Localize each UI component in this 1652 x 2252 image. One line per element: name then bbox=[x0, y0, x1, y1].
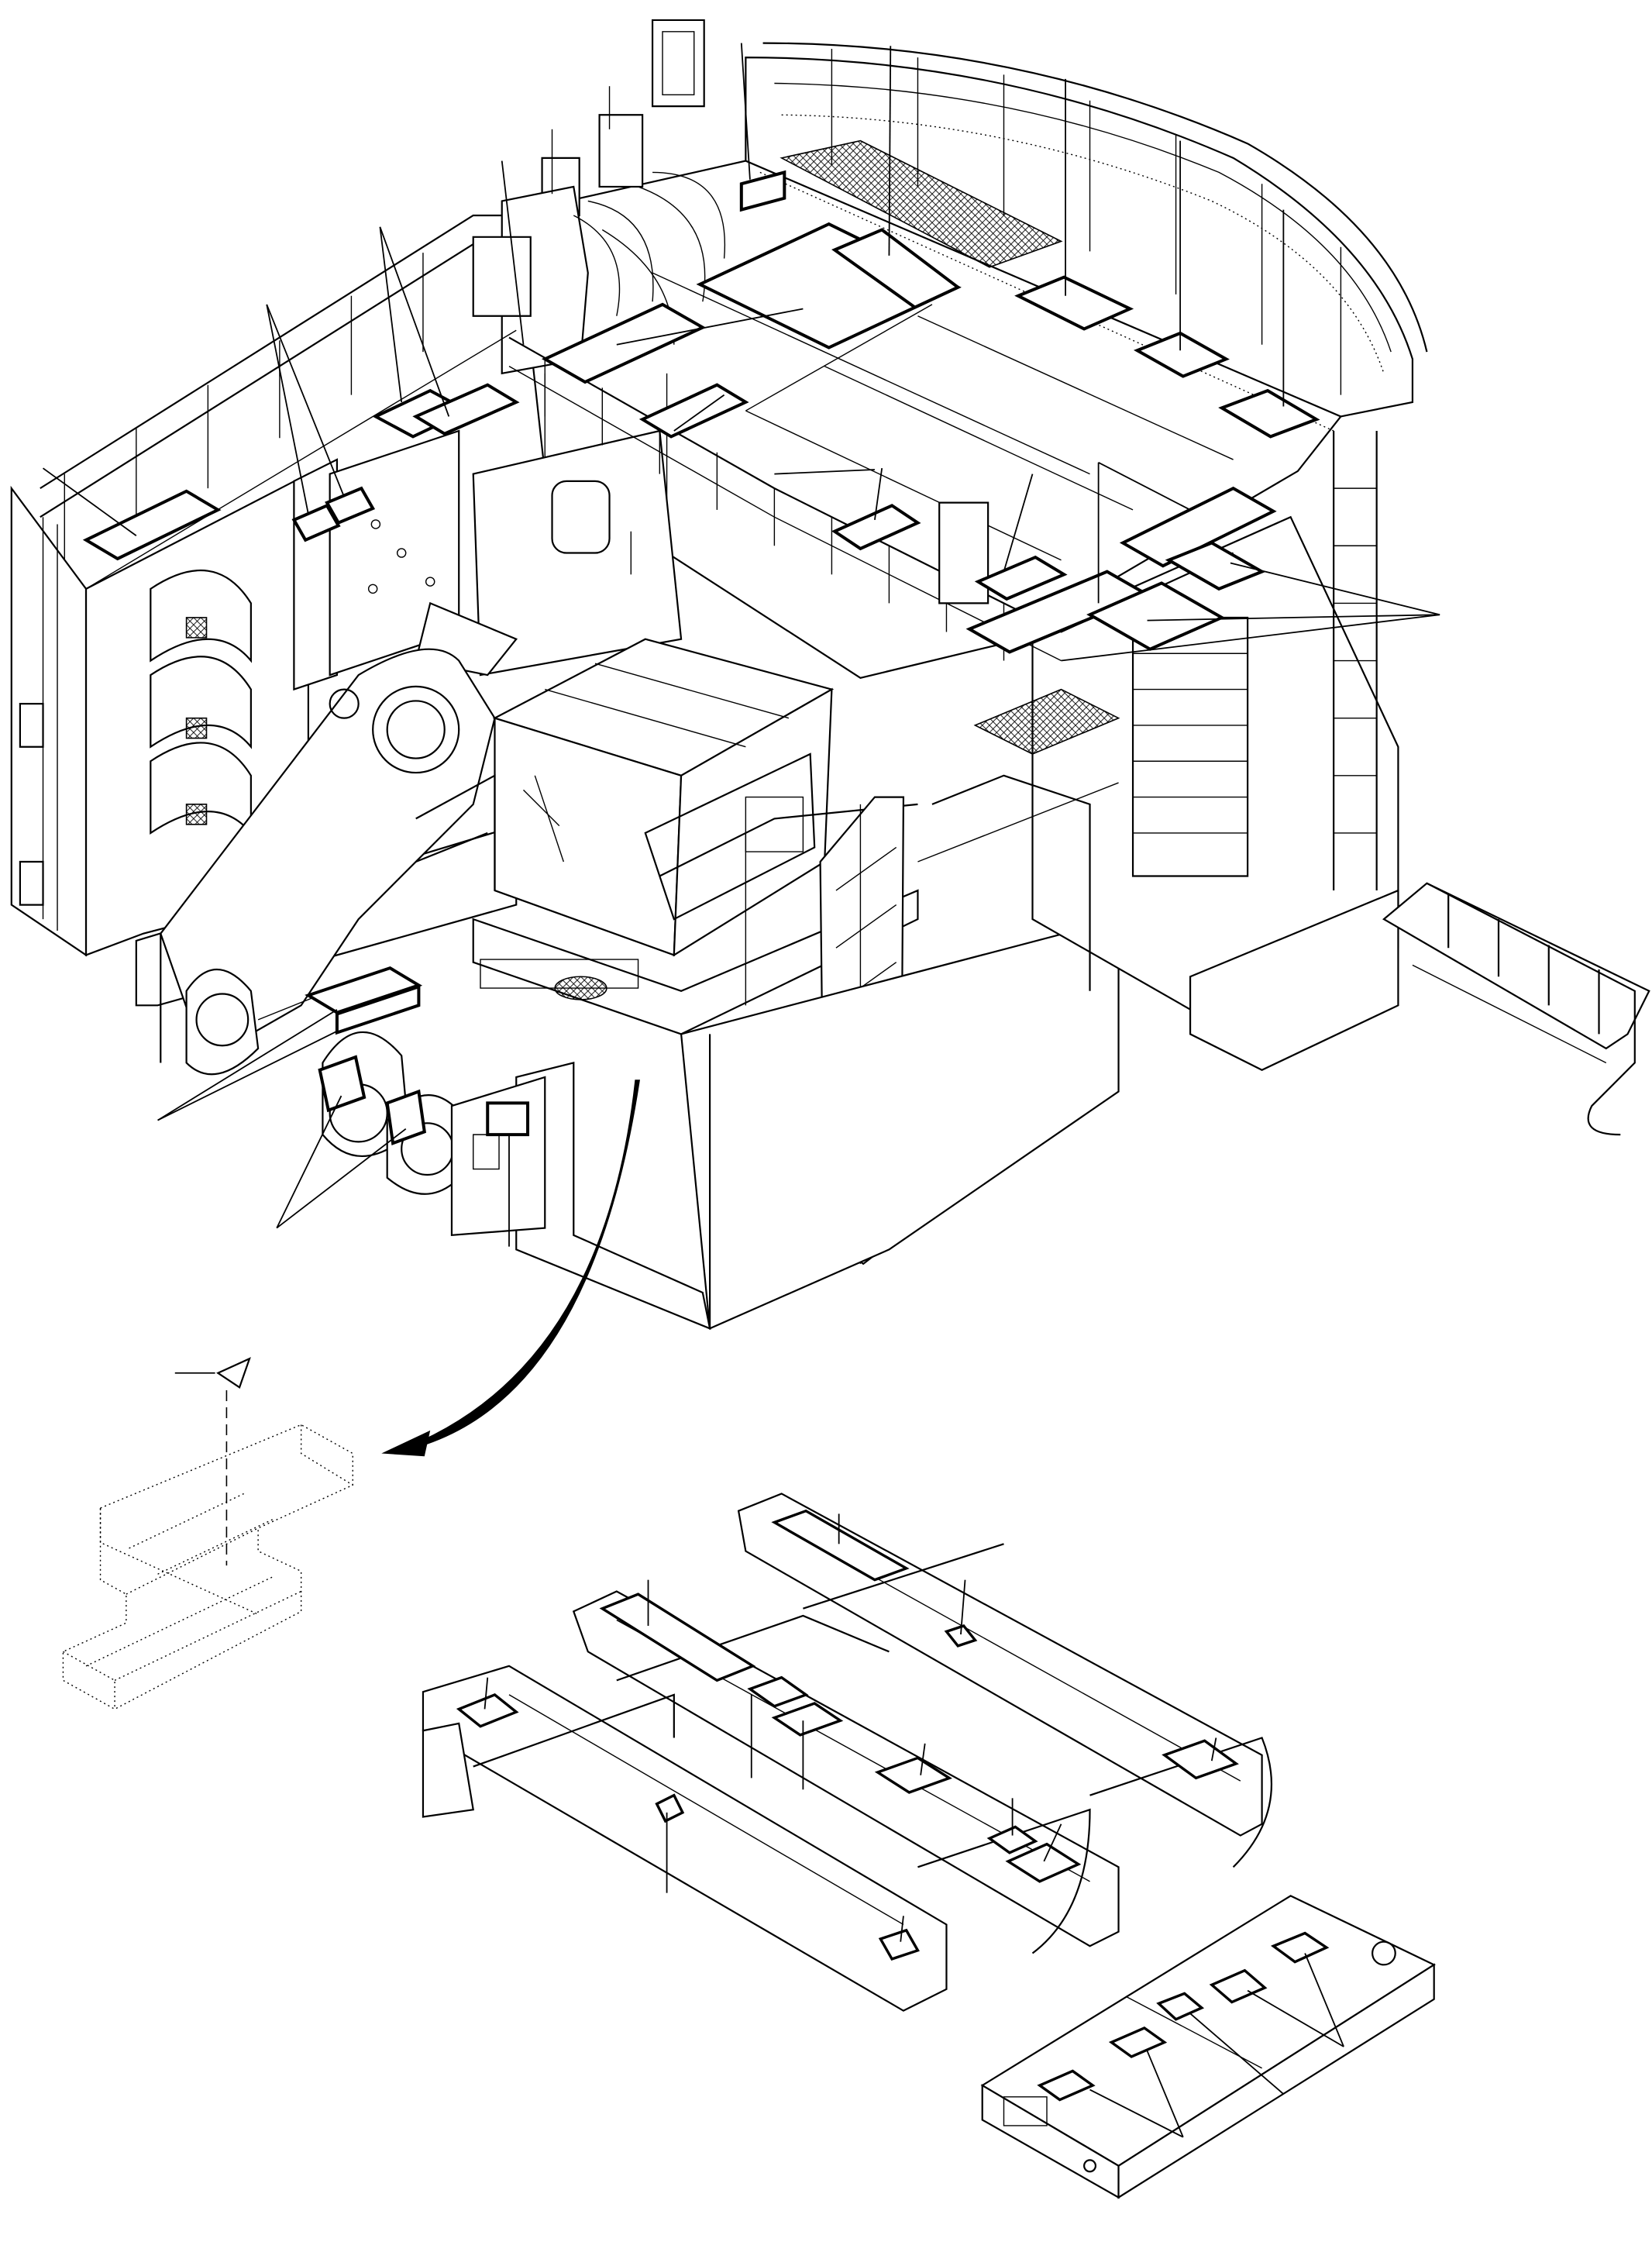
decal-frame-2 bbox=[602, 1594, 752, 1680]
left-handrail bbox=[40, 215, 516, 589]
decal-main-4 bbox=[1018, 277, 1130, 329]
decal-main-21 bbox=[337, 987, 418, 1032]
lower-frame-decals bbox=[459, 1511, 1327, 2100]
main-leader-lines bbox=[43, 43, 1440, 1247]
base-housing bbox=[452, 919, 1119, 1328]
frame-rails bbox=[423, 1493, 1272, 2010]
decal-main-6 bbox=[1222, 391, 1316, 436]
rear-curved-wall bbox=[745, 43, 1427, 417]
step-detail-part bbox=[63, 1424, 353, 1709]
decal-main-23 bbox=[387, 1092, 425, 1144]
decal-frame-6 bbox=[946, 1626, 975, 1646]
decal-main-9 bbox=[835, 505, 917, 549]
decal-main-13 bbox=[1090, 583, 1222, 649]
rear-mesh-grating bbox=[782, 141, 1062, 267]
decal-main-17 bbox=[294, 505, 338, 539]
decal-frame-11 bbox=[1008, 1844, 1079, 1882]
operator-cab bbox=[494, 639, 831, 956]
decal-main-12 bbox=[1123, 488, 1273, 566]
decal-main-5 bbox=[1137, 333, 1227, 377]
decal-main-3 bbox=[835, 230, 958, 308]
deck-railing bbox=[509, 338, 1234, 661]
boom bbox=[160, 649, 494, 1194]
valve-stack bbox=[473, 20, 725, 661]
frame-end-box bbox=[983, 1896, 1434, 2197]
decal-frame-17 bbox=[1273, 1933, 1326, 1962]
right-stairway bbox=[1384, 883, 1649, 1135]
decal-frame-8 bbox=[1165, 1741, 1237, 1778]
decal-main-1 bbox=[742, 172, 785, 209]
step-detail-view bbox=[63, 1358, 353, 1709]
view-arrow-icon bbox=[175, 1358, 250, 1387]
decal-frame-9 bbox=[657, 1796, 683, 1821]
decal-main-10 bbox=[978, 557, 1064, 599]
decal-frame-12 bbox=[880, 1930, 917, 1959]
detail-arrowhead bbox=[381, 1430, 431, 1457]
decal-main-16 bbox=[416, 385, 517, 434]
decal-main-18 bbox=[327, 488, 373, 522]
decal-frame-4 bbox=[774, 1703, 840, 1735]
decal-frame-14 bbox=[1111, 2028, 1164, 2057]
decal-frame-13 bbox=[1040, 2071, 1093, 2099]
decal-main-24 bbox=[487, 1103, 528, 1135]
decal-main-14 bbox=[1168, 543, 1261, 589]
main-decals bbox=[86, 172, 1316, 1143]
decal-frame-15 bbox=[1158, 1993, 1202, 2019]
decal-frame-3 bbox=[750, 1678, 806, 1706]
decal-frame-10 bbox=[989, 1827, 1035, 1852]
main-assembly-view bbox=[12, 20, 1649, 1328]
decal-main-19 bbox=[86, 491, 218, 559]
cab-platform bbox=[416, 776, 918, 1035]
decal-frame-1 bbox=[774, 1511, 906, 1580]
decal-frame-7 bbox=[878, 1758, 950, 1792]
decal-frame-5 bbox=[459, 1695, 516, 1727]
lower-frame-view bbox=[423, 1493, 1434, 2197]
decal-main-22 bbox=[320, 1057, 364, 1111]
right-structure bbox=[917, 431, 1398, 1070]
decal-frame-16 bbox=[1212, 1971, 1265, 2002]
lower-frame-leader-lines bbox=[485, 1513, 1344, 2137]
